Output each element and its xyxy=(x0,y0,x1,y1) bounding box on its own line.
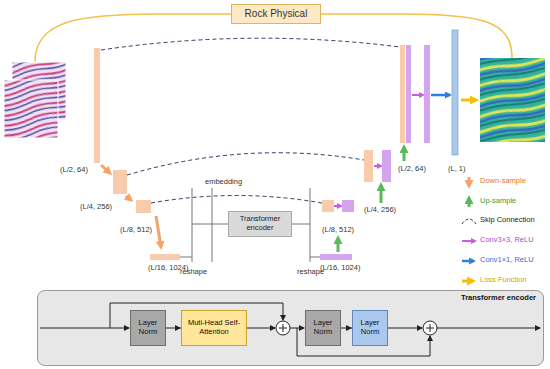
add-symbol xyxy=(279,324,287,332)
feature-bar xyxy=(406,45,411,143)
flow-line xyxy=(247,328,275,329)
wire xyxy=(180,257,192,258)
feature-bar xyxy=(364,150,373,182)
up-arrow xyxy=(380,185,383,203)
flow-line xyxy=(388,328,422,329)
node-text: Muti-Head Self-Attention xyxy=(185,319,243,336)
conv-arrow xyxy=(431,94,450,97)
node-text: Layer Norm xyxy=(134,319,162,336)
attention-box: Muti-Head Self-Attention xyxy=(181,310,247,346)
feature-bar xyxy=(150,254,180,260)
feature-bar xyxy=(136,200,151,213)
legend-sample xyxy=(462,260,474,263)
rock-physics-box: Rock Physical xyxy=(231,4,321,24)
reshape-line xyxy=(310,188,311,262)
feature-bar xyxy=(400,45,405,143)
legend-sample xyxy=(462,280,473,283)
conv-arrow xyxy=(374,165,381,167)
legend-sample xyxy=(462,219,476,224)
node-text: Layer Norm xyxy=(309,319,337,336)
node-text: Rock Physical xyxy=(245,8,308,20)
dimension-label: embedding xyxy=(205,178,242,187)
legend-text: Conv3×3, ReLU xyxy=(480,236,534,245)
dimension-label: (L/2, 64) xyxy=(60,166,88,175)
flow-arrow xyxy=(166,328,181,329)
feature-bar xyxy=(382,150,391,182)
legend-sample xyxy=(462,240,475,242)
wire xyxy=(310,257,320,258)
dimension-label: (L/4, 256) xyxy=(80,203,112,212)
legend-text: Conv1×1, ReLU xyxy=(480,256,534,265)
transformer-encoder-panel: Transformer encoderLayer Norm Muti-Head S… xyxy=(37,290,544,366)
add-symbol xyxy=(426,324,434,332)
skip-connection xyxy=(101,38,400,50)
dimension-label: (L/4, 256) xyxy=(364,206,396,215)
flow-arrow xyxy=(341,328,352,329)
up-arrow xyxy=(403,147,406,161)
panel-heading: Transformer encoder xyxy=(461,294,536,303)
down-arrow xyxy=(126,196,131,200)
loss-arrow xyxy=(461,99,476,102)
feature-bar xyxy=(342,200,354,212)
feature-bar xyxy=(424,45,430,143)
wire xyxy=(292,224,310,225)
dimension-label: (L/8, 512) xyxy=(120,226,152,235)
node-text: Layer Norm xyxy=(356,319,384,336)
panel-ground xyxy=(37,290,544,366)
skip-connection xyxy=(151,196,322,204)
feature-bar xyxy=(322,200,334,212)
embedding-line xyxy=(212,188,213,262)
flow-line xyxy=(40,328,129,329)
legend-text: Skip Connection xyxy=(480,216,535,225)
dimension-label: (L/16, 1024) xyxy=(320,264,360,273)
legend-text: Loss Function xyxy=(480,276,527,285)
legend-text: Up-sample xyxy=(480,197,516,206)
legend-text: Down-sample xyxy=(480,177,526,186)
down-arrow xyxy=(101,165,110,173)
dimension-label: (L, 1) xyxy=(448,165,466,174)
add-symbol xyxy=(423,321,437,335)
wire xyxy=(192,224,228,225)
feature-bar xyxy=(94,48,100,163)
add-symbol xyxy=(276,321,290,335)
legend-sample xyxy=(468,198,471,207)
down-arrow xyxy=(156,216,161,247)
conv-arrow xyxy=(412,94,423,96)
conv-arrow xyxy=(334,205,341,207)
flow-line xyxy=(437,328,540,329)
reshape-line xyxy=(192,188,193,262)
transformer-box: Transformer encoder xyxy=(228,211,292,237)
layer-norm-box: Layer Norm xyxy=(305,310,341,346)
layer-norm-box: Layer Norm xyxy=(352,310,388,346)
dimension-label: (L/2, 64) xyxy=(398,165,426,174)
feature-bar xyxy=(320,254,352,260)
output-bar xyxy=(452,30,458,155)
dimension-label: (L/8, 512) xyxy=(322,226,354,235)
seismic-image xyxy=(4,80,58,138)
layer-norm-box: Layer Norm xyxy=(130,310,166,346)
skip-connection xyxy=(127,153,364,175)
dimension-label: reshape xyxy=(180,268,207,277)
legend-sample xyxy=(468,177,471,186)
node-text: Transformer encoder xyxy=(232,215,288,232)
feature-bar xyxy=(113,170,127,194)
impedance-image xyxy=(480,58,545,142)
up-arrow xyxy=(337,238,340,252)
